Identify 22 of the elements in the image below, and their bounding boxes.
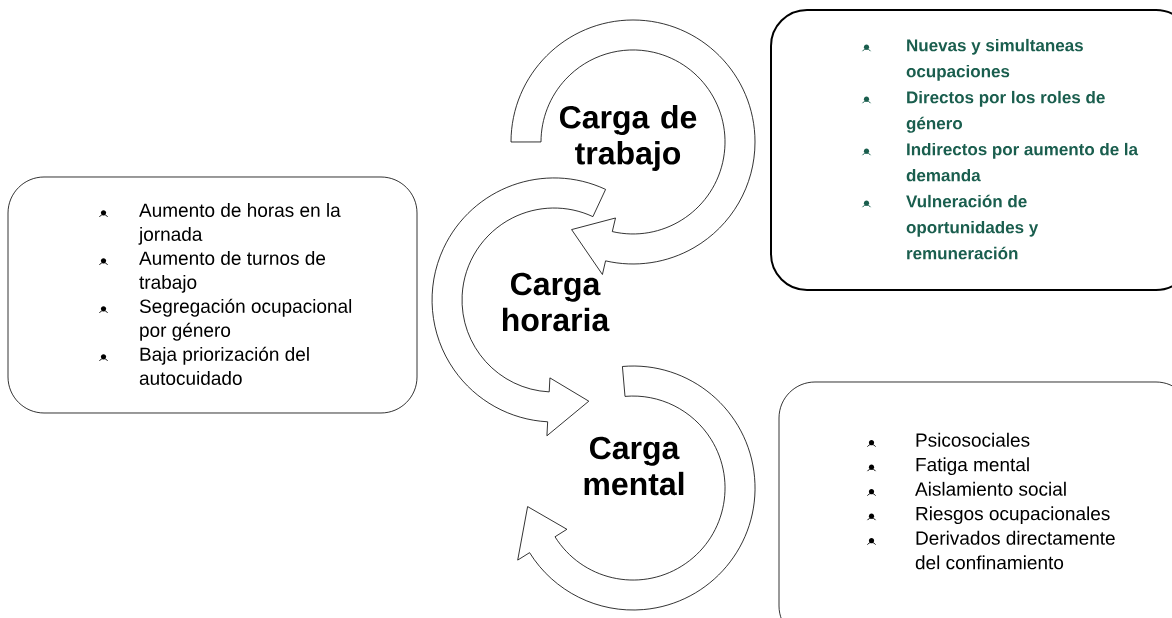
list-item: Directos por los roles de género (906, 90, 1105, 133)
list-item: Indirectos por aumento de la demanda (906, 142, 1139, 182)
list-item: Aumento de horas en la jornada (138, 203, 341, 245)
cycle-label: Carga de trabajo (559, 105, 697, 171)
list-item: Aislamiento social (915, 481, 1066, 496)
list-item: Riesgos ocupacionales (916, 506, 1110, 525)
list-item: Baja priorización del autocuidado (139, 346, 309, 385)
list-item: Segregación ocupacional por género (139, 298, 352, 341)
list-item: Nuevas y simultaneas ocupaciones (906, 38, 1083, 81)
list-item: Aumento de turnos de trabajo (139, 251, 326, 293)
curved-block-arrow (517, 365, 756, 611)
bullet-list-box (778, 381, 1172, 618)
bullet-list-box (7, 176, 418, 414)
cycle-label: Carga mental (584, 436, 684, 496)
list-item: Derivados directamente del confinamiento (915, 530, 1115, 570)
bullet-list-box (770, 9, 1172, 291)
list-item: Fatiga mental (916, 457, 1029, 476)
list-item: Vulneración de oportunidades y remuneración (906, 194, 1039, 260)
list-item: Psicosociales (916, 432, 1030, 447)
cycle-label: Carga horaria (503, 272, 610, 332)
curved-block-arrow (431, 177, 606, 437)
curved-block-arrow (510, 19, 756, 275)
